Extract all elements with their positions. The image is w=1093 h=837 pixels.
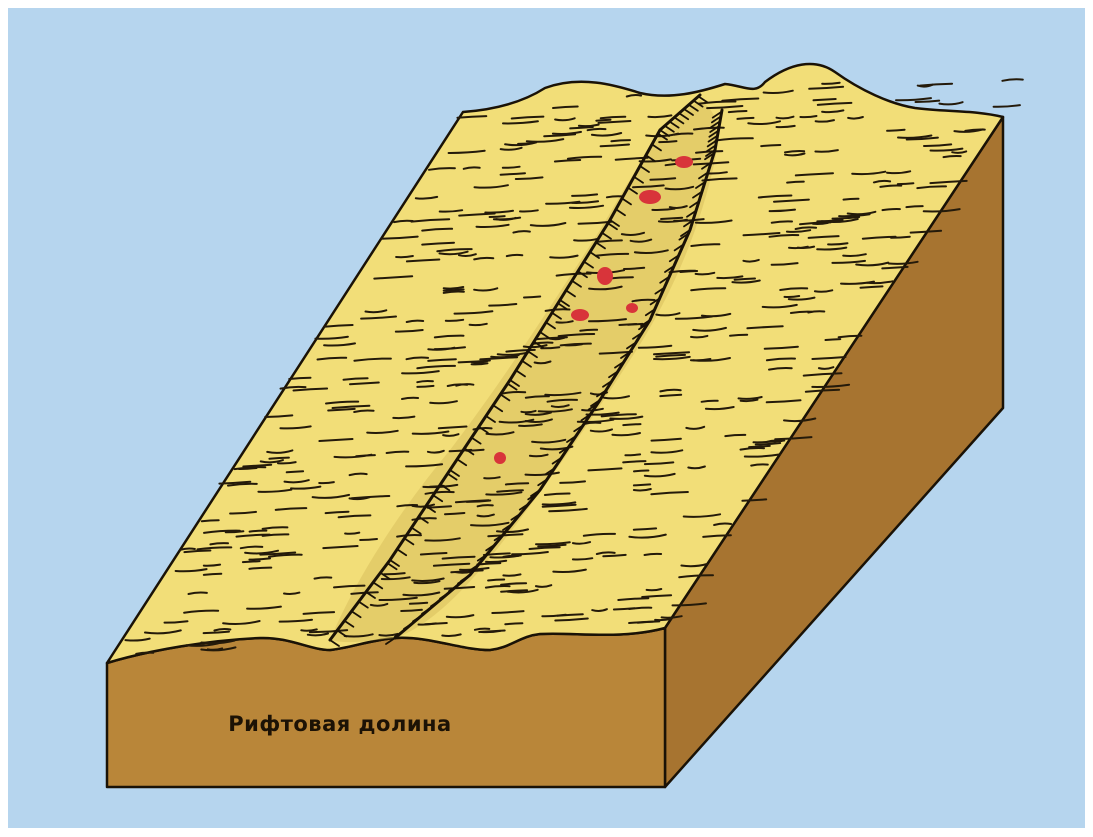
- lava-spot: [494, 452, 506, 464]
- terrain-hatch-stroke: [503, 556, 518, 557]
- terrain-hatch-stroke: [623, 461, 645, 462]
- terrain-hatch-stroke: [887, 130, 905, 131]
- terrain-hatch-stroke: [623, 424, 640, 425]
- terrain-hatch-stroke: [505, 623, 522, 624]
- terrain-hatch-stroke: [507, 255, 523, 256]
- lava-spot: [597, 267, 613, 285]
- terrain-hatch-stroke: [761, 145, 780, 146]
- terrain-hatch-stroke: [243, 561, 260, 562]
- terrain-hatch-stroke: [444, 289, 464, 290]
- terrain-hatch-stroke: [239, 468, 257, 469]
- terrain-hatch-stroke: [661, 218, 682, 219]
- terrain-hatch-stroke: [603, 555, 625, 556]
- terrain-hatch-stroke: [800, 116, 816, 117]
- lava-spot: [639, 190, 661, 204]
- terrain-hatch-stroke: [883, 209, 900, 210]
- terrain-hatch-stroke: [249, 558, 270, 559]
- terrain-hatch-stroke: [730, 335, 747, 336]
- terrain-hatch-stroke: [202, 520, 219, 521]
- terrain-hatch-stroke: [250, 531, 267, 532]
- terrain-hatch-stroke: [822, 83, 840, 84]
- terrain-hatch-stroke: [490, 216, 505, 217]
- terrain-hatch-stroke: [524, 297, 540, 298]
- terrain-hatch-stroke: [475, 629, 489, 630]
- terrain-hatch-stroke: [396, 256, 413, 257]
- terrain-hatch-stroke: [680, 271, 697, 272]
- terrain-hatch-stroke: [287, 471, 303, 472]
- terrain-hatch-stroke: [906, 206, 922, 207]
- terrain-hatch-stroke: [634, 528, 656, 529]
- terrain-hatch-stroke: [417, 381, 433, 382]
- terrain-hatch-stroke: [596, 120, 610, 121]
- terrain-hatch-stroke: [659, 141, 676, 142]
- terrain-hatch-stroke: [898, 183, 914, 184]
- terrain-hatch-stroke: [861, 286, 883, 287]
- terrain-hatch-stroke: [702, 401, 718, 402]
- terrain-hatch-stroke: [624, 268, 644, 269]
- terrain-hatch-stroke: [360, 539, 377, 540]
- terrain-hatch-stroke: [787, 182, 804, 183]
- terrain-hatch-stroke: [645, 554, 662, 555]
- terrain-hatch-stroke: [813, 223, 828, 224]
- terrain-hatch-stroke: [737, 118, 753, 119]
- diagram-caption: Рифтовая долина: [150, 712, 530, 736]
- terrain-hatch-stroke: [410, 603, 427, 604]
- terrain-hatch-stroke: [611, 140, 630, 141]
- terrain-hatch-stroke: [417, 386, 433, 387]
- terrain-hatch-stroke: [204, 574, 222, 575]
- terrain-hatch-stroke: [319, 482, 334, 483]
- terrain-hatch-stroke: [345, 533, 359, 534]
- terrain-hatch-stroke: [428, 506, 451, 507]
- terrain-hatch-stroke: [204, 565, 220, 566]
- terrain-hatch-stroke: [401, 610, 422, 611]
- terrain-hatch-stroke: [580, 330, 597, 331]
- terrain-hatch-stroke: [891, 237, 910, 238]
- terrain-hatch-stroke: [607, 196, 622, 197]
- terrain-hatch-stroke: [518, 143, 533, 144]
- terrain-hatch-stroke: [844, 199, 859, 200]
- terrain-hatch-stroke: [785, 296, 800, 297]
- terrain-hatch-stroke: [446, 320, 463, 321]
- terrain-hatch-stroke: [751, 464, 768, 465]
- terrain-hatch-stroke: [484, 477, 500, 478]
- terrain-hatch-stroke: [136, 653, 153, 654]
- terrain-hatch-stroke: [565, 344, 582, 345]
- block-front-face: [107, 628, 665, 787]
- terrain-hatch-stroke: [625, 454, 640, 455]
- terrain-hatch-stroke: [503, 167, 520, 168]
- terrain-hatch-stroke: [944, 156, 961, 157]
- terrain-hatch-stroke: [729, 111, 747, 112]
- terrain-hatch-stroke: [269, 458, 289, 459]
- terrain-hatch-stroke: [814, 99, 836, 100]
- terrain-hatch-stroke: [402, 398, 418, 399]
- terrain-hatch-stroke: [445, 513, 464, 514]
- terrain-hatch-stroke: [628, 324, 643, 325]
- terrain-hatch-stroke: [749, 446, 770, 447]
- lava-spot: [571, 309, 589, 321]
- terrain-hatch-stroke: [315, 577, 332, 578]
- terrain-hatch-stroke: [826, 339, 841, 340]
- terrain-hatch-stroke: [541, 347, 559, 348]
- terrain-hatch-stroke: [660, 395, 681, 396]
- terrain-hatch-stroke: [614, 608, 635, 609]
- terrain-hatch-stroke: [735, 279, 755, 280]
- terrain-hatch-stroke: [478, 505, 493, 506]
- terrain-hatch-stroke: [634, 470, 648, 471]
- terrain-hatch-stroke: [655, 619, 671, 620]
- lava-spot: [626, 303, 638, 313]
- lava-spot: [675, 156, 693, 168]
- terrain-hatch-stroke: [634, 484, 650, 485]
- terrain-hatch-stroke: [488, 580, 504, 581]
